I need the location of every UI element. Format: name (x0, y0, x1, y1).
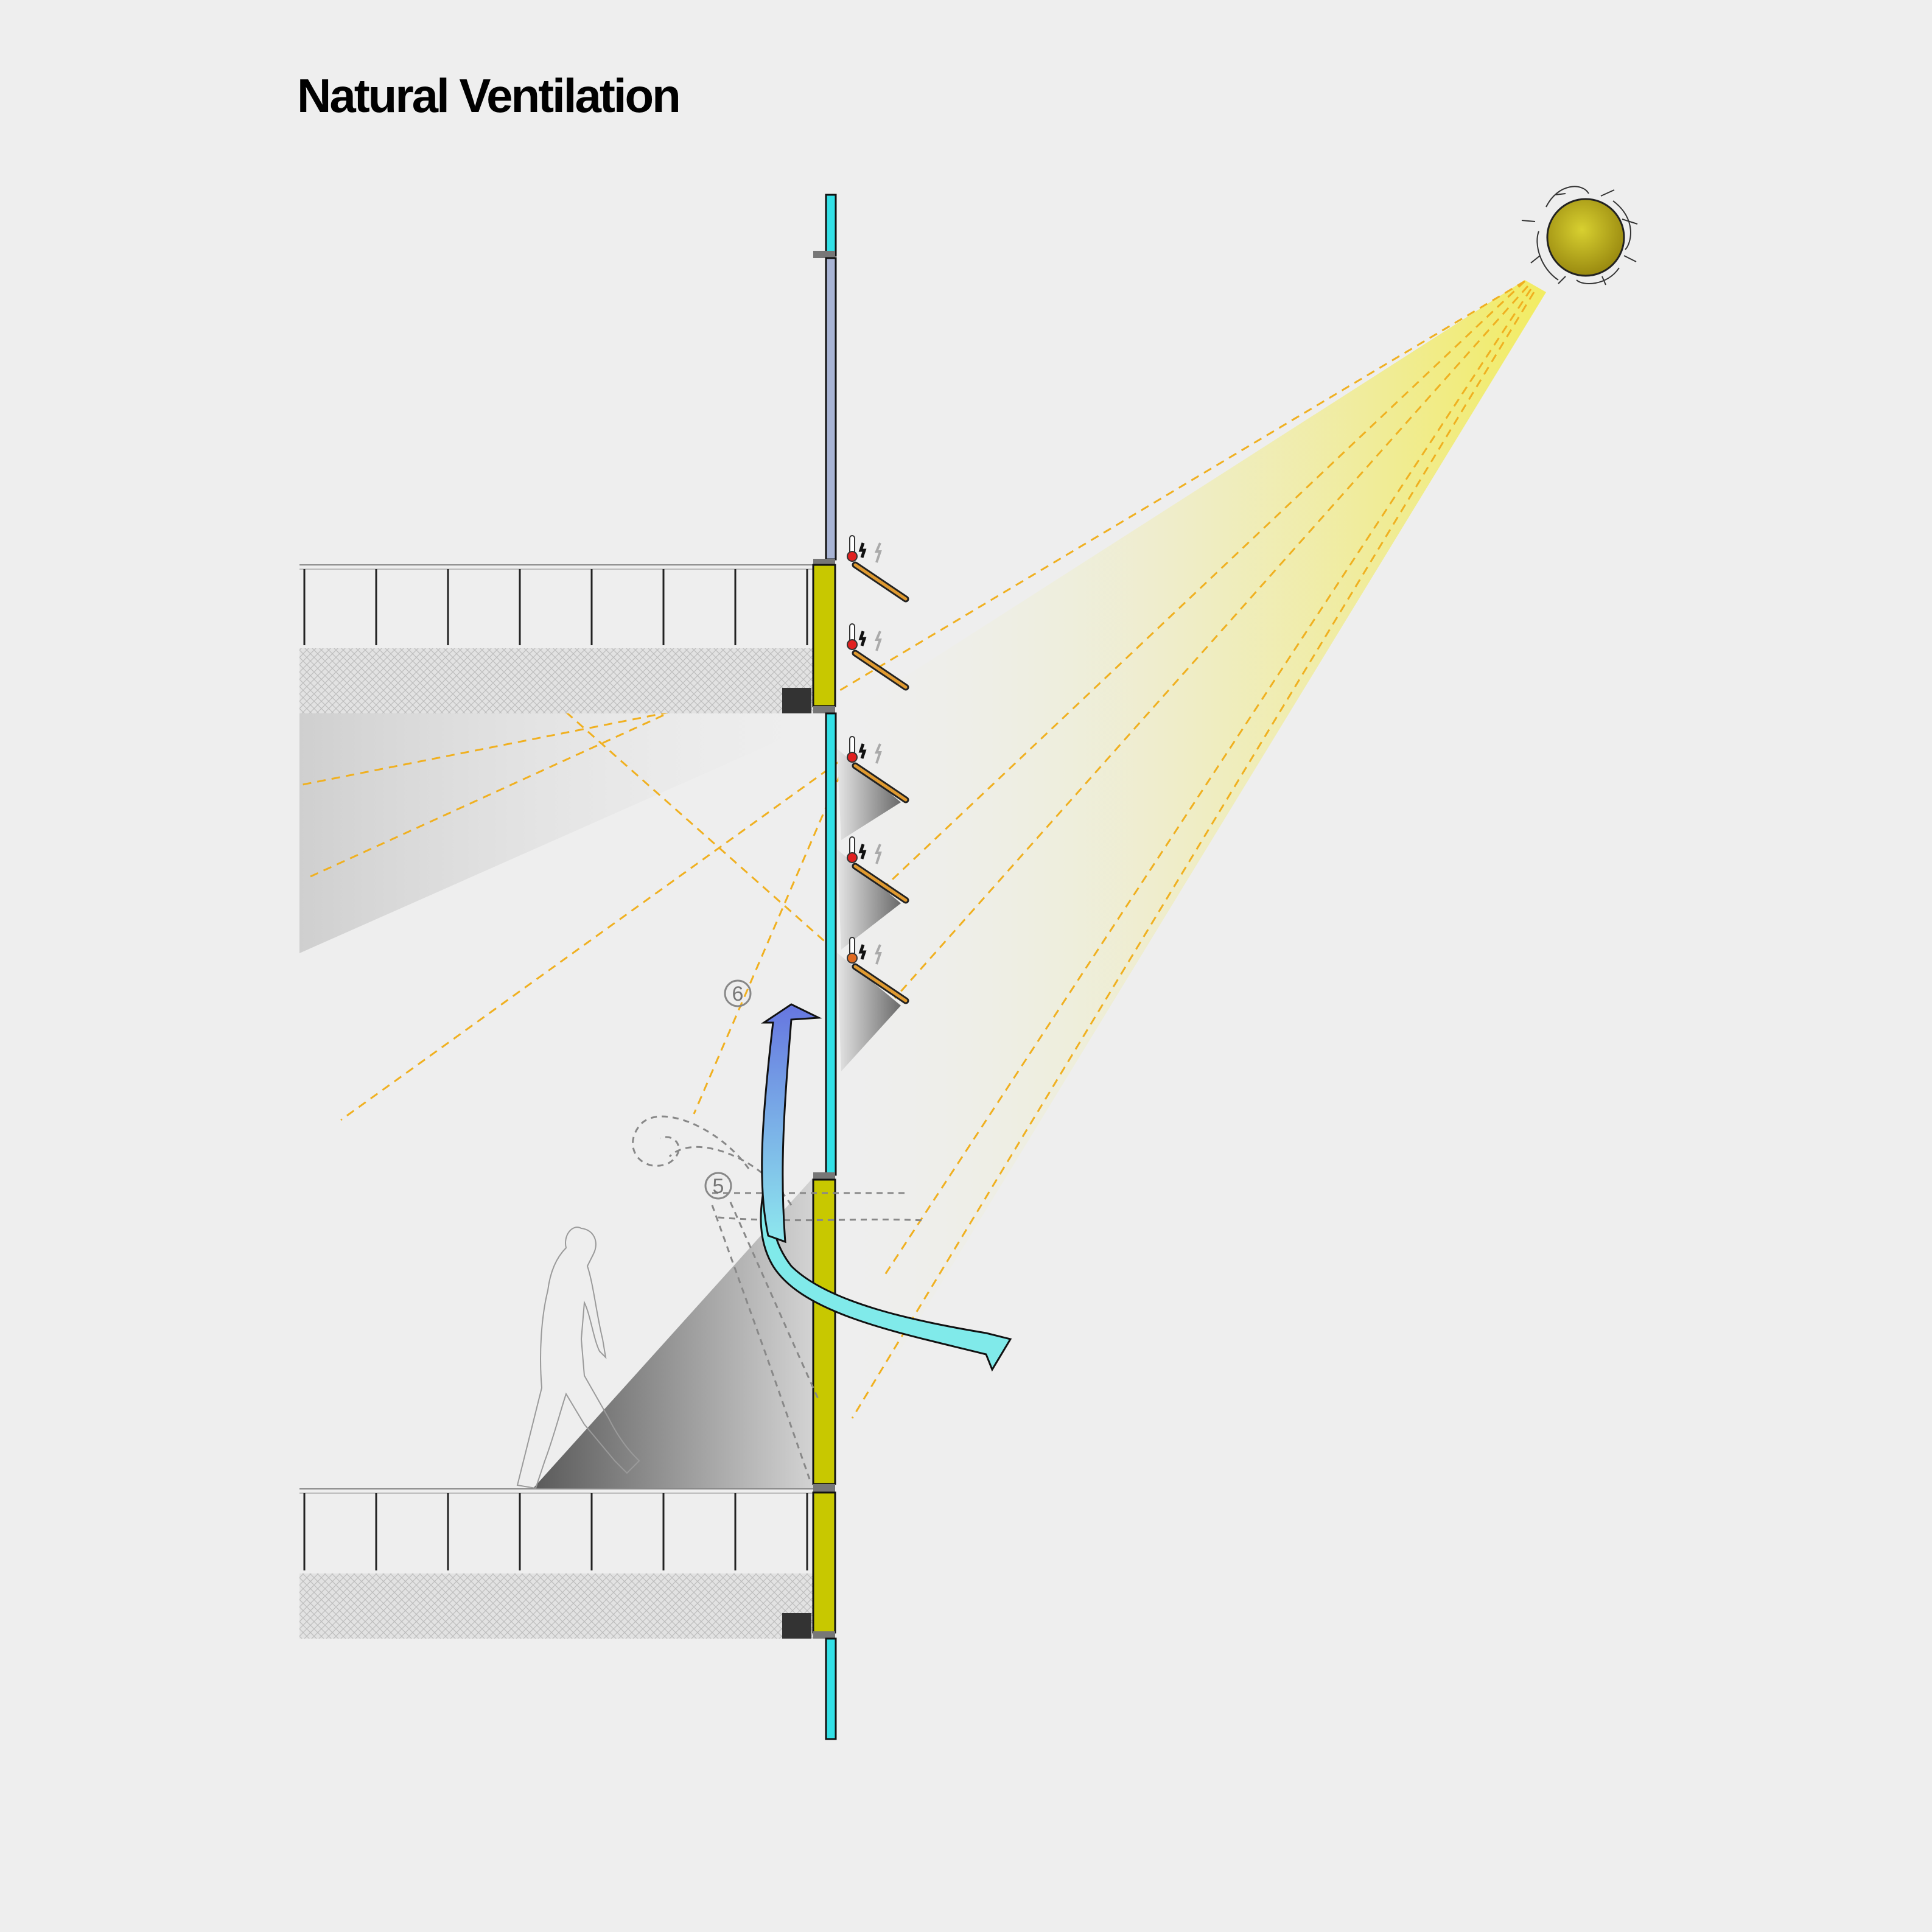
callout-6: 6 (724, 979, 752, 1007)
thermometer-icon (847, 937, 858, 964)
thermometer-icon (847, 535, 858, 562)
louver-2 (847, 623, 909, 691)
shadow-wedge (533, 1175, 816, 1489)
lightning-icon (874, 631, 882, 651)
sun-rays (299, 280, 1535, 1419)
louver-4 (847, 836, 909, 904)
louver-1 (847, 535, 909, 603)
lightning-icon (858, 542, 867, 558)
louver-5 (847, 937, 909, 1004)
sunlight-beam (822, 280, 1546, 1479)
callout-5: 5 (704, 1172, 732, 1200)
svg-text:6: 6 (732, 982, 744, 1006)
lightning-icon (874, 743, 882, 764)
lower-floor (299, 1488, 816, 1639)
svg-text:5: 5 (713, 1175, 724, 1198)
louver-array (847, 535, 909, 1004)
sun-icon (1521, 186, 1638, 285)
daylight-wedge (299, 713, 816, 953)
lightning-icon (858, 631, 867, 646)
lightning-icon (874, 542, 882, 563)
thermometer-icon (847, 736, 858, 763)
page-title: Natural Ventilation (297, 69, 681, 122)
lightning-icon (858, 944, 867, 960)
lightning-icon (874, 844, 882, 864)
lightning-icon (858, 743, 867, 759)
warm-air-arrow (761, 1003, 822, 1244)
person-figure (516, 1227, 640, 1489)
thermometer-icon (847, 836, 858, 863)
louver-shadows (837, 749, 901, 1071)
upper-floor (299, 564, 816, 713)
lightning-icon (874, 944, 882, 965)
facade (812, 194, 837, 1740)
louver-3 (847, 736, 909, 803)
thermometer-icon (847, 623, 858, 650)
lightning-icon (858, 844, 867, 859)
